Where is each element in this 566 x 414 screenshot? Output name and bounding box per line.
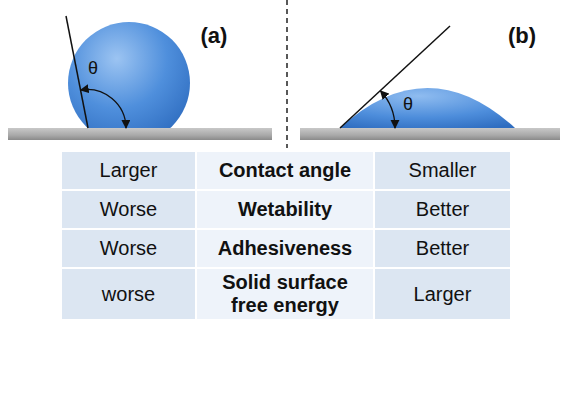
- droplet: [340, 88, 515, 128]
- panel-label-box: (b): [494, 20, 550, 52]
- table-cell-box: worse: [62, 269, 195, 319]
- angle-symbol: θ: [88, 58, 98, 79]
- table-cell-box: Adhesiveness: [197, 230, 373, 267]
- table-cell: Wetability: [238, 198, 332, 221]
- table-cell: Better: [416, 198, 469, 221]
- substrate: [8, 128, 272, 140]
- table-cell-box: Worse: [62, 191, 195, 228]
- table-cell-box: Solid surface free energy: [197, 269, 373, 319]
- angle-symbol: θ: [403, 94, 413, 115]
- angle-arc: [381, 91, 396, 128]
- divider-line: [286, 0, 288, 148]
- tangent-line: [66, 16, 88, 128]
- table-cell-box: Wetability: [197, 191, 373, 228]
- table-cell-box: Smaller: [375, 152, 510, 189]
- table-cell: Adhesiveness: [218, 237, 353, 260]
- table-cell-box: Better: [375, 230, 510, 267]
- table-cell-box: Larger: [62, 152, 195, 189]
- table-cell: Solid surface free energy: [210, 271, 360, 317]
- table-cell-box: Better: [375, 191, 510, 228]
- table-cell: Worse: [100, 198, 157, 221]
- angle-symbol-box: θ: [84, 56, 102, 80]
- table-cell-box: Worse: [62, 230, 195, 267]
- panel-label: (a): [201, 23, 228, 48]
- table-cell: Larger: [100, 159, 158, 182]
- panel-label-box: (a): [186, 20, 242, 52]
- panel-label: (b): [508, 23, 536, 48]
- table-cell: Worse: [100, 237, 157, 260]
- table-cell: worse: [102, 283, 155, 306]
- table-grid: [62, 152, 510, 319]
- angle-arc: [81, 89, 127, 128]
- table-cell: Larger: [414, 283, 472, 306]
- table-cell: Contact angle: [219, 159, 351, 182]
- droplet: [68, 22, 190, 128]
- table-cell-box: Contact angle: [197, 152, 373, 189]
- substrate: [300, 128, 560, 140]
- angle-symbol-box: θ: [399, 92, 417, 116]
- table-cell: Smaller: [409, 159, 477, 182]
- tangent-line: [340, 26, 450, 128]
- table-cell: Better: [416, 237, 469, 260]
- table-cell-box: Larger: [375, 269, 510, 319]
